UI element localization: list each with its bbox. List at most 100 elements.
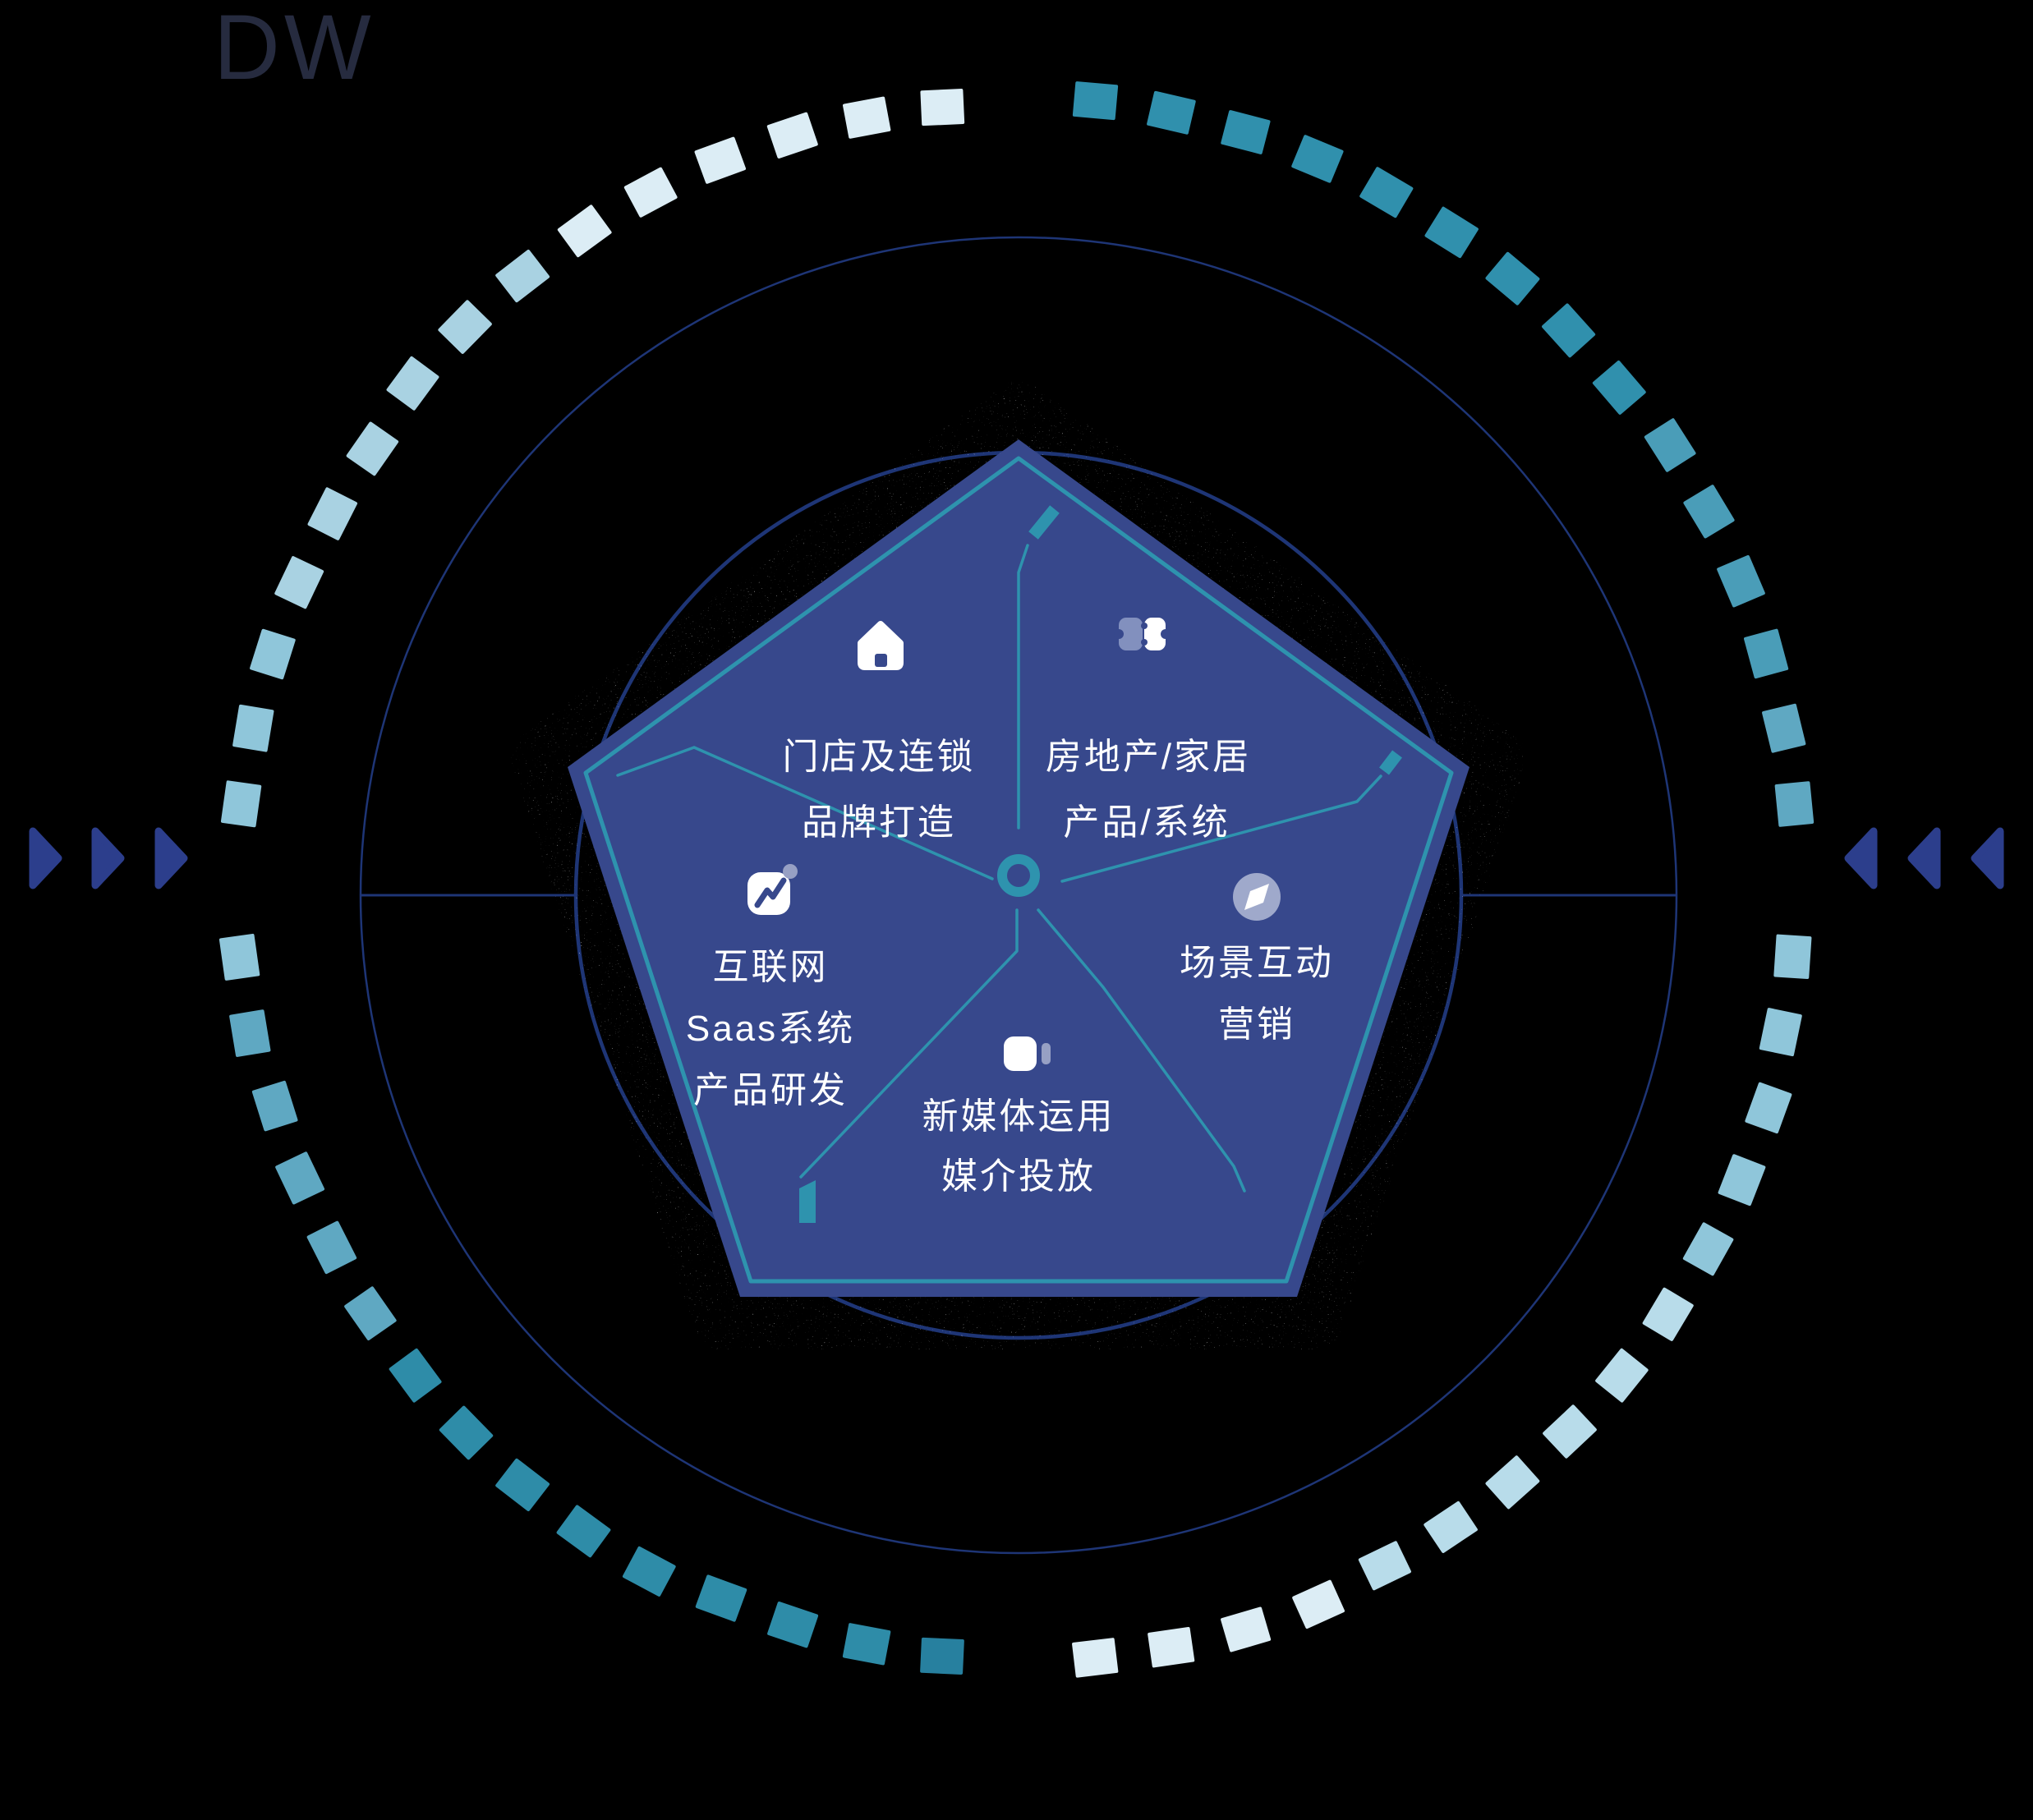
building-blocks-icon	[1114, 618, 1171, 650]
ring-dash	[556, 1505, 611, 1558]
right-arrows	[1844, 827, 2004, 889]
ring-dash	[1221, 110, 1271, 154]
center-hub-ring	[997, 854, 1040, 897]
ring-dash	[920, 89, 965, 126]
ring-dash	[274, 556, 324, 609]
ring-dash	[386, 356, 439, 411]
ring-dash	[1644, 418, 1696, 472]
stores-line-1: 门店及连锁	[783, 737, 976, 777]
spoke-right-marker	[1379, 750, 1402, 775]
spoke-bottom-left-marker	[799, 1180, 816, 1223]
internet-line-1: 互联网	[713, 947, 829, 987]
house-icon	[858, 621, 904, 670]
section-realestate: 房地产/家居 产品/系统	[1046, 737, 1251, 843]
section-scene: 场景互动 营销	[1180, 943, 1334, 1045]
ring-dash	[495, 1458, 550, 1511]
ring-dash	[1762, 703, 1806, 753]
ring-dash	[1773, 934, 1812, 980]
ring-dash	[306, 1220, 357, 1275]
ring-dash	[1745, 1082, 1792, 1134]
ring-dash	[1718, 1154, 1766, 1206]
ring-dash	[220, 780, 262, 828]
spoke-right	[1060, 774, 1382, 883]
ring-dash	[1717, 554, 1765, 608]
video-camera-icon	[1004, 1036, 1051, 1071]
ring-dash	[920, 1637, 964, 1675]
dashed-ring	[218, 81, 1815, 1678]
ring-dash	[229, 1009, 271, 1057]
arrow-right-icon	[29, 827, 62, 889]
internet-line-3: 产品研发	[693, 1070, 848, 1110]
ring-dash	[232, 704, 274, 752]
ring-dash	[495, 250, 550, 303]
ring-dash	[275, 1151, 325, 1205]
pentagon-inset-outline	[583, 456, 1454, 1284]
ring-dash	[1358, 1541, 1411, 1591]
spoke-bottom-left	[799, 908, 1019, 1179]
realestate-line-1: 房地产/家居	[1046, 737, 1251, 777]
left-arrows	[29, 827, 188, 889]
scene-line-1: 场景互动	[1180, 943, 1334, 983]
ring-dash	[1595, 1348, 1649, 1403]
ring-dash	[218, 933, 260, 981]
arrow-left-icon	[1971, 827, 2004, 889]
ring-dash	[1642, 1287, 1694, 1341]
arrow-right-icon	[91, 827, 125, 889]
ring-dash	[1148, 1626, 1195, 1668]
compass-icon	[1233, 873, 1281, 921]
ring-dash	[694, 136, 747, 184]
ring-dash	[389, 1348, 442, 1403]
ring-dash	[767, 1602, 819, 1648]
ring-dash	[1543, 1404, 1597, 1459]
ring-dash	[557, 205, 612, 258]
ring-dash	[1683, 485, 1735, 539]
spoke-bottom-right	[1037, 908, 1246, 1193]
ring-dash	[1774, 781, 1815, 827]
pentagon	[568, 439, 1470, 1297]
ring-dash	[1485, 251, 1540, 306]
ring-dash	[344, 1286, 397, 1341]
ring-dash	[766, 112, 818, 159]
realestate-line-2: 产品/系统	[1063, 802, 1230, 843]
ring-dash	[1072, 81, 1119, 121]
section-media: 新媒体运用 媒介投放	[922, 1096, 1115, 1197]
ring-dash	[1592, 360, 1646, 415]
ring-dash	[251, 1080, 298, 1132]
scene-line-2: 营销	[1218, 1004, 1295, 1045]
spokes	[616, 505, 1402, 1223]
stores-line-2: 品牌打造	[802, 802, 956, 843]
ring-dash	[1485, 1455, 1540, 1510]
ring-dash	[1542, 303, 1596, 358]
ring-dash	[1072, 1638, 1119, 1678]
ring-dash	[1359, 167, 1414, 218]
ring-dash	[1744, 628, 1789, 679]
ring-dash	[346, 421, 399, 476]
section-internet: 互联网 Saas系统 产品研发	[686, 947, 855, 1110]
ring-dash	[1147, 90, 1196, 135]
internet-line-2: Saas系统	[686, 1009, 855, 1049]
ring-dash	[695, 1574, 747, 1622]
ring-dash	[1682, 1222, 1734, 1276]
pentagon-stipple-halo	[511, 381, 1526, 1349]
logo: DW	[214, 0, 375, 99]
ring-dash	[439, 1405, 494, 1460]
chart-trend-icon	[747, 864, 798, 915]
ring-dash	[1221, 1606, 1272, 1652]
arrow-left-icon	[1907, 827, 1941, 889]
ring-dash	[1424, 1501, 1478, 1553]
spoke-top	[1017, 544, 1029, 830]
ring-dash	[623, 167, 678, 218]
spoke-top-marker	[1028, 505, 1060, 540]
media-line-1: 新媒体运用	[922, 1096, 1115, 1137]
ring-dash	[250, 628, 296, 680]
ring-dash	[1424, 206, 1479, 259]
section-stores: 门店及连锁 品牌打造	[783, 737, 976, 843]
arrow-left-icon	[1844, 827, 1878, 889]
ring-dash	[438, 300, 492, 354]
ring-dash	[842, 1623, 891, 1666]
ring-dash	[1292, 1579, 1345, 1629]
media-line-2: 媒介投放	[941, 1156, 1096, 1197]
arrow-right-icon	[154, 827, 188, 889]
spoke-left	[616, 746, 994, 880]
